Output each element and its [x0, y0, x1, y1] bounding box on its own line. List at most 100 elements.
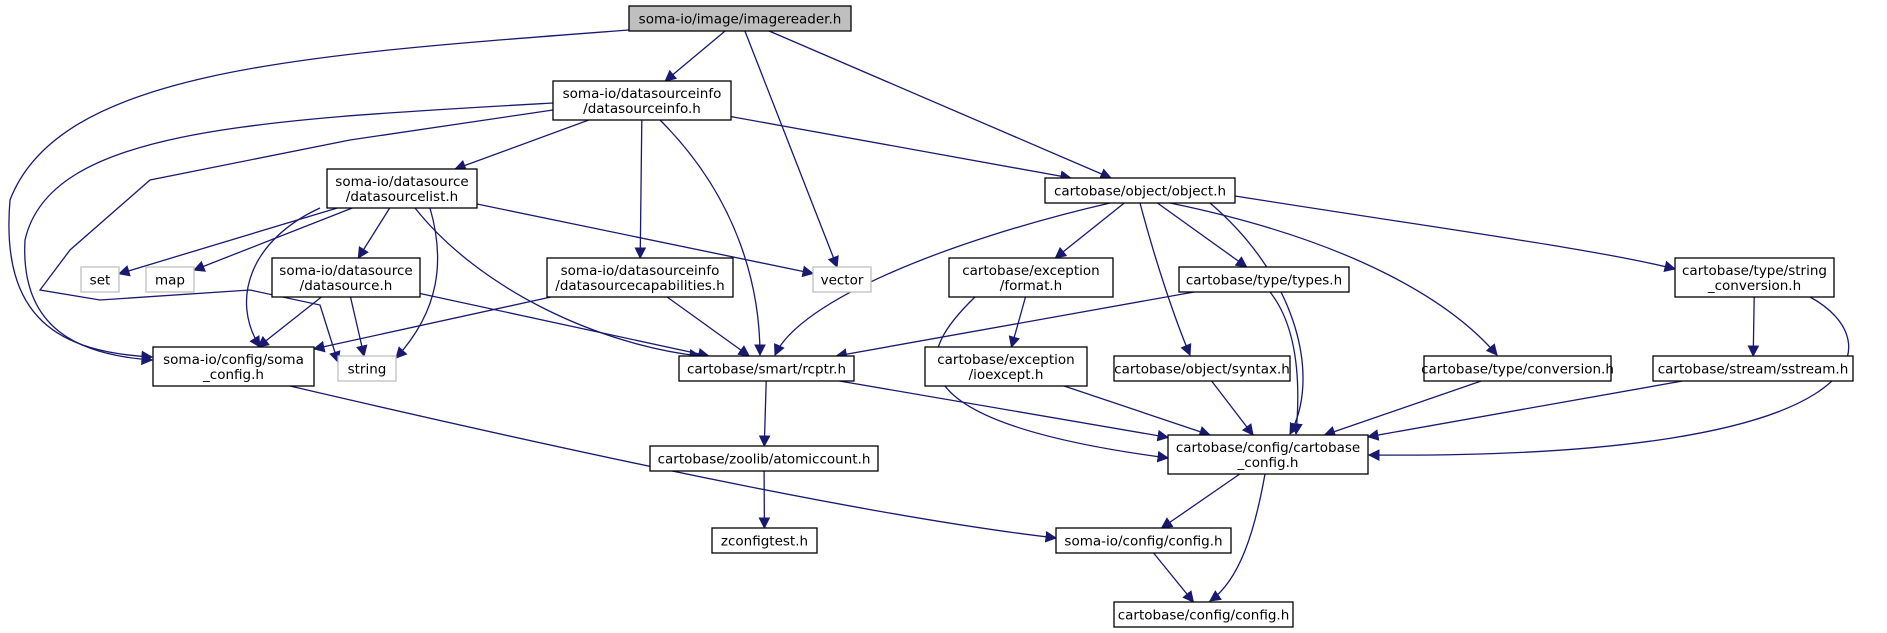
node-box-string — [337, 355, 397, 382]
node-box-atomiccount — [649, 445, 879, 472]
node-box-stringconv — [1674, 257, 1835, 298]
edge-rcptr-to-atomiccount — [758, 380, 771, 448]
edge-datasourcecap-to-rcptr — [666, 296, 751, 357]
edge-datasourcecap-to-somaconfig — [312, 296, 552, 353]
node-sstream[interactable]: cartobase/stream/sstream.h — [1652, 355, 1854, 382]
node-label-map: map — [155, 273, 185, 289]
node-imagereader[interactable]: soma-io/image/imagereader.h — [628, 5, 852, 32]
node-rcptr[interactable]: cartobase/smart/rcptr.h — [678, 355, 855, 382]
edge-iocfg-to-cbconfig — [1153, 552, 1195, 603]
edge-datasource-to-rcptr — [419, 292, 710, 360]
edge-datasourceinfo-to-datasourcelist — [454, 119, 590, 171]
edge-datasourceinfo-to-somaconfig — [24, 102, 554, 366]
edge-datasource-to-string — [349, 296, 368, 358]
node-label-types: cartobase/type/types.h — [1186, 273, 1342, 289]
edge-datasourcelist-to-map — [192, 207, 353, 272]
node-format[interactable]: cartobase/exception/format.h — [948, 257, 1114, 298]
node-label-imagereader: soma-io/image/imagereader.h — [639, 12, 842, 28]
edge-datasource-to-somaconfig — [257, 296, 322, 348]
node-vector: vector — [812, 266, 872, 293]
edge-datasourceinfo-to-datasourcecap — [634, 119, 647, 260]
node-label-atomiccount: cartobase/zoolib/atomiccount.h — [658, 452, 871, 468]
node-label-format-line-1: cartobase/exception — [962, 263, 1100, 279]
node-datasource[interactable]: soma-io/datasource/datasource.h — [271, 257, 421, 298]
node-label-cbconfig: cartobase/config/config.h — [1118, 608, 1290, 624]
node-box-datasourceinfo — [552, 80, 732, 121]
node-box-object — [1044, 177, 1236, 204]
node-box-vector — [812, 266, 872, 293]
node-label-sstream: cartobase/stream/sstream.h — [1658, 362, 1849, 378]
node-atomiccount[interactable]: cartobase/zoolib/atomiccount.h — [649, 445, 879, 472]
node-box-datasource — [271, 257, 421, 298]
edge-syntax-to-cartoconfig — [1211, 380, 1254, 436]
edge-types-to-cartoconfig — [1269, 291, 1303, 436]
edges-layer — [8, 29, 1850, 603]
edge-types-to-rcptr — [835, 291, 1195, 360]
node-box-somaconfig — [152, 346, 315, 387]
node-label-stringconv-line-1: cartobase/type/string — [1682, 263, 1827, 279]
edge-somaconfig-to-iocfg — [289, 385, 1058, 543]
edge-ioexcept-to-cartoconfig — [1063, 385, 1212, 438]
node-object[interactable]: cartobase/object/object.h — [1044, 177, 1236, 204]
edge-imagereader-to-datasourceinfo — [664, 30, 726, 82]
edge-conversion-to-cartoconfig — [1323, 380, 1482, 438]
node-stringconv[interactable]: cartobase/type/string_conversion.h — [1674, 257, 1835, 298]
node-conversion[interactable]: cartobase/type/conversion.h — [1421, 355, 1614, 382]
node-datasourceinfo[interactable]: soma-io/datasourceinfo/datasourceinfo.h — [552, 80, 732, 121]
node-label-conversion: cartobase/type/conversion.h — [1421, 362, 1614, 378]
node-label-set: set — [90, 273, 111, 289]
node-box-set — [80, 266, 120, 293]
node-label-somaconfig-line-2: _config.h — [202, 367, 264, 383]
node-label-datasourcelist-line-2: /datasourcelist.h — [346, 189, 458, 205]
node-datasourcecap[interactable]: soma-io/datasourceinfo/datasourcecapabil… — [546, 257, 734, 298]
edge-datasourceinfo-to-rcptr — [659, 119, 766, 357]
node-types[interactable]: cartobase/type/types.h — [1178, 266, 1350, 293]
node-cbconfig[interactable]: cartobase/config/config.h — [1113, 601, 1294, 628]
node-box-datasourcecap — [546, 257, 734, 298]
edge-stringconv-to-sstream — [1747, 296, 1760, 358]
edge-object-to-rcptr — [774, 202, 1111, 357]
node-label-zconfigtest: zconfigtest.h — [721, 534, 808, 550]
node-box-cbconfig — [1113, 601, 1294, 628]
nodes-layer: soma-io/image/imagereader.h soma-io/datas… — [80, 5, 1854, 628]
node-box-ioexcept — [924, 346, 1088, 387]
node-zconfigtest[interactable]: zconfigtest.h — [711, 527, 818, 554]
node-label-cartoconfig-line-1: cartobase/config/cartobase — [1176, 440, 1360, 456]
node-box-zconfigtest — [711, 527, 818, 554]
node-label-datasourcecap-line-2: /datasourcecapabilities.h — [555, 278, 724, 294]
node-somaconfig[interactable]: soma-io/config/soma_config.h — [152, 346, 315, 387]
node-label-iocfg: soma-io/config/config.h — [1064, 534, 1222, 550]
node-iocfg[interactable]: soma-io/config/config.h — [1055, 527, 1232, 554]
edge-datasourcelist-to-set — [117, 207, 338, 277]
node-box-map — [145, 266, 195, 293]
node-label-ioexcept-line-1: cartobase/exception — [937, 352, 1075, 368]
node-label-datasourceinfo-line-1: soma-io/datasourceinfo — [563, 86, 722, 102]
node-cartoconfig[interactable]: cartobase/config/cartobase_config.h — [1167, 434, 1369, 475]
node-label-datasourcecap-line-1: soma-io/datasourceinfo — [561, 263, 720, 279]
node-ioexcept[interactable]: cartobase/exception/ioexcept.h — [924, 346, 1088, 387]
edge-datasourcelist-to-datasource — [357, 207, 391, 259]
edge-imagereader-to-vector — [744, 30, 839, 269]
node-box-datasourcelist — [326, 168, 478, 209]
node-label-format-line-2: /format.h — [1000, 278, 1062, 294]
node-syntax[interactable]: cartobase/object/syntax.h — [1113, 355, 1291, 382]
edge-datasourcelist-to-somaconfig — [245, 207, 321, 348]
node-label-rcptr: cartobase/smart/rcptr.h — [687, 362, 846, 378]
node-box-syntax — [1113, 355, 1291, 382]
edge-cartoconfig-to-cbconfig — [1209, 473, 1266, 602]
node-box-rcptr — [678, 355, 855, 382]
node-label-datasourceinfo-line-2: /datasourceinfo.h — [583, 101, 701, 117]
edge-stringconv-to-cartoconfig — [1367, 296, 1850, 461]
edge-datasourcelist-to-rcptr — [414, 207, 702, 361]
node-label-string: string — [348, 362, 387, 378]
node-datasourcelist[interactable]: soma-io/datasource/datasourcelist.h — [326, 168, 478, 209]
node-label-cartoconfig-line-2: _config.h — [1237, 455, 1299, 471]
node-box-iocfg — [1055, 527, 1232, 554]
edge-datasourceinfo-to-string — [38, 109, 554, 364]
edge-cartoconfig-to-iocfg — [1160, 473, 1241, 529]
edge-format-to-ioexcept — [1008, 296, 1027, 349]
edge-datasourcelist-to-vector — [476, 203, 815, 278]
edge-object-to-stringconv — [1234, 195, 1677, 273]
node-label-datasource-line-1: soma-io/datasource — [279, 263, 412, 279]
node-label-vector: vector — [821, 273, 864, 289]
